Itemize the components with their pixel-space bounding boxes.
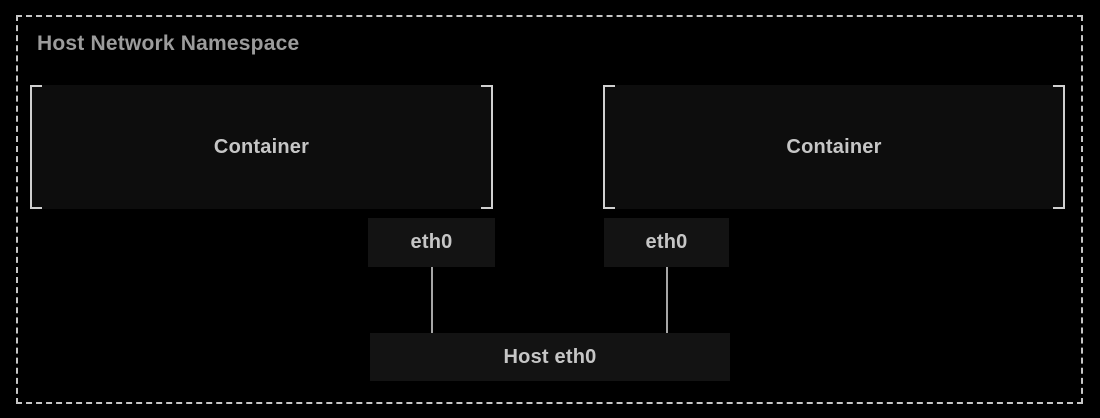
host-network-namespace-group — [16, 15, 1083, 404]
bracket-right-icon — [1053, 85, 1065, 209]
container-right-label: Container — [786, 135, 882, 158]
group-title: Host Network Namespace — [37, 32, 300, 55]
bracket-left-icon — [603, 85, 615, 209]
container-node-right: Container — [603, 85, 1065, 209]
edge-eth0-left-to-host — [431, 267, 433, 333]
bracket-left-icon — [30, 85, 42, 209]
bracket-right-icon — [481, 85, 493, 209]
host-eth0-label: Host eth0 — [503, 345, 597, 368]
eth0-port-left: eth0 — [368, 218, 495, 267]
edge-eth0-right-to-host — [666, 267, 668, 333]
eth0-port-right: eth0 — [604, 218, 729, 267]
host-eth0-node: Host eth0 — [370, 333, 730, 381]
eth0-left-label: eth0 — [410, 231, 453, 253]
container-node-left: Container — [30, 85, 493, 209]
eth0-right-label: eth0 — [645, 231, 688, 253]
container-left-label: Container — [213, 135, 310, 158]
